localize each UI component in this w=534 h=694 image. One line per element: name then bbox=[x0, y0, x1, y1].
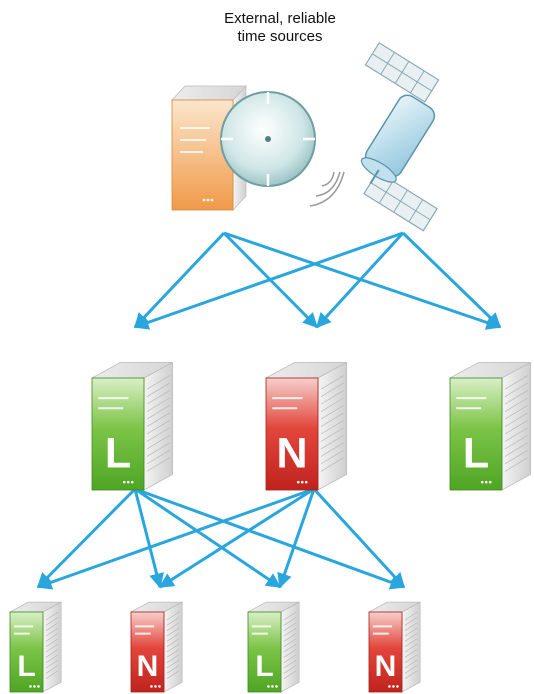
server-letter: L bbox=[463, 430, 489, 478]
satellite-icon bbox=[360, 42, 440, 232]
external-sources-caption: External, reliable time sources bbox=[215, 10, 345, 46]
bottom-server-4: N bbox=[368, 601, 421, 693]
external-time-sources bbox=[171, 42, 440, 232]
server-letter: N bbox=[375, 650, 397, 683]
caption-line-1: External, reliable bbox=[224, 10, 336, 27]
signal-waves-icon bbox=[309, 171, 345, 207]
server-letter: N bbox=[276, 430, 307, 478]
middle-server-2: N bbox=[265, 361, 348, 491]
server-letter: L bbox=[255, 650, 273, 683]
bottom-server-3: L bbox=[247, 601, 300, 693]
middle-server-3: L bbox=[449, 361, 531, 491]
connectors-middle-to-bottom bbox=[36, 487, 406, 590]
bottom-server-2: N bbox=[130, 601, 183, 693]
connectors-top-to-middle bbox=[133, 231, 502, 330]
server-letter: L bbox=[17, 650, 35, 683]
server-letter: N bbox=[137, 650, 159, 683]
middle-server-1: L bbox=[91, 361, 174, 491]
bottom-server-1: L bbox=[9, 601, 62, 693]
clock-icon bbox=[220, 91, 316, 187]
caption-line-2: time sources bbox=[237, 28, 323, 45]
server-letter: L bbox=[105, 430, 131, 478]
